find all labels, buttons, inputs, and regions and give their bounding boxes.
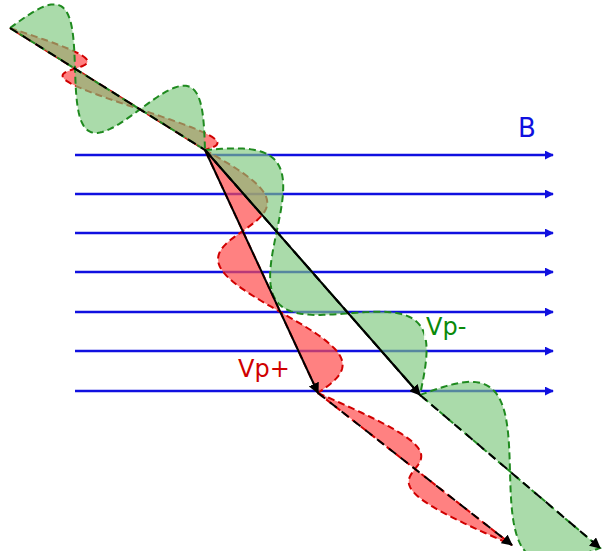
velocity-label: Vp- (424, 314, 468, 340)
field-line (75, 193, 553, 195)
wave-lobe (205, 148, 427, 395)
wave-lobes (10, 4, 600, 551)
wave-path (420, 395, 600, 548)
phase-velocity-arrow (205, 150, 318, 393)
field-label: B (516, 114, 538, 142)
phase-velocity-arrow (205, 150, 420, 395)
wave-lobe (10, 4, 205, 150)
wave-path (318, 393, 512, 545)
wave-lobe (420, 382, 600, 551)
propagation-lines (10, 28, 600, 548)
velocity-label: Vp+ (236, 356, 292, 382)
wave-path (205, 150, 420, 395)
wave-path (10, 28, 205, 150)
field-line (75, 232, 553, 234)
field-line (75, 154, 553, 156)
